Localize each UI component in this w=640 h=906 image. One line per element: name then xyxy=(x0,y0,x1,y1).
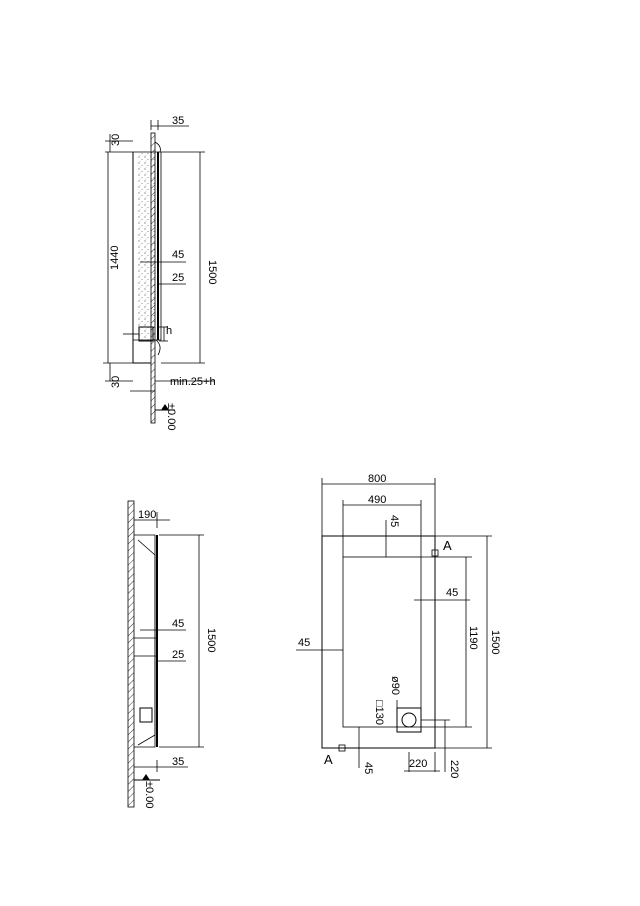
drain-diameter-label: ø90 xyxy=(389,676,401,695)
dim-total-length-label: 1500 xyxy=(489,630,501,654)
section-mark-bottom: A xyxy=(324,752,333,767)
dim-offset-label: 190 xyxy=(138,509,156,521)
dim-bottom-border-label: 45 xyxy=(362,762,374,774)
drain-square-label: □130 xyxy=(373,700,385,725)
dim-wall-label: 35 xyxy=(172,115,184,127)
section-mark-top: A xyxy=(443,538,452,553)
dim-lip-label-bottom: 45 xyxy=(172,618,184,630)
drain-circle xyxy=(401,712,417,728)
wall-strip-bottom xyxy=(127,500,135,808)
level-marker-top: ±0.00 xyxy=(165,403,177,430)
side-section-top: 35 30 1440 30 1500 45 25 h min.25+h xyxy=(103,115,218,430)
tray-inner-basin xyxy=(342,556,422,728)
tray-outer-outline xyxy=(321,535,436,749)
dim-top-label: 30 xyxy=(110,134,122,146)
dim-foot-label: 35 xyxy=(172,756,184,768)
drain-box-bottom xyxy=(139,707,153,723)
side-section-bottom: 190 1500 45 25 35 ±0.00 xyxy=(127,500,217,808)
dim-inner-width-label: 490 xyxy=(368,494,386,506)
mortar-bed xyxy=(137,152,156,340)
dim-inner-length-label: 1190 xyxy=(467,626,479,650)
level-marker-bottom: ±0.00 xyxy=(143,781,155,808)
dim-install-label: min.25+h xyxy=(170,376,216,388)
dim-total-label: 1500 xyxy=(206,260,218,284)
dim-bottom-label: 30 xyxy=(110,376,122,388)
dim-drain-y-label: 220 xyxy=(448,760,460,778)
dim-h-label: h xyxy=(166,325,172,337)
dim-drain-x-label: 220 xyxy=(409,758,427,770)
plan-view: 800 490 45 A 45 1190 1500 45 ø90 □130 xyxy=(296,473,501,778)
dim-lip-label: 45 xyxy=(172,249,184,261)
drain-square xyxy=(396,707,422,733)
dim-right-border-label: 45 xyxy=(446,587,458,599)
dim-depth-label: 25 xyxy=(172,272,184,284)
dim-inner-label: 1440 xyxy=(109,246,121,270)
dim-width-label: 800 xyxy=(368,473,386,485)
dim-left-border-label: 45 xyxy=(298,637,310,649)
dim-total-label-bottom: 1500 xyxy=(205,628,217,652)
dim-top-border-label: 45 xyxy=(388,515,400,527)
dim-depth-label-bottom: 25 xyxy=(172,649,184,661)
